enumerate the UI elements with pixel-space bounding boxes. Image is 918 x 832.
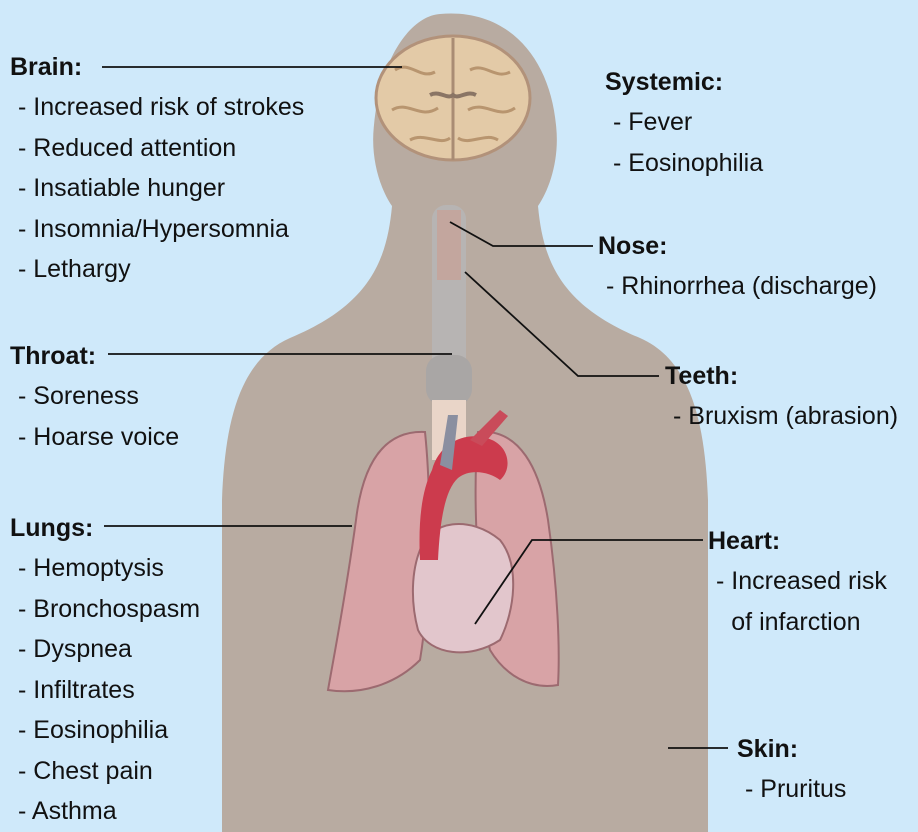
list-item: - Fever	[605, 102, 763, 143]
lungs-title: Lungs:	[10, 508, 200, 548]
brain-items: - Increased risk of strokes - Reduced at…	[10, 87, 304, 290]
systemic-items: - Fever - Eosinophilia	[605, 102, 763, 183]
list-item: - Insatiable hunger	[10, 168, 304, 209]
list-item: - Bruxism (abrasion)	[665, 396, 898, 437]
list-item: - Hoarse voice	[10, 417, 179, 458]
heart-items: - Increased risk - of infarction	[708, 561, 887, 642]
list-item: - Soreness	[10, 376, 179, 417]
lungs-items: - Hemoptysis - Bronchospasm - Dyspnea - …	[10, 548, 200, 832]
skin-label: Skin: - Pruritus	[737, 729, 846, 810]
teeth-label: Teeth: - Bruxism (abrasion)	[665, 356, 898, 437]
brain-label: Brain: - Increased risk of strokes - Red…	[10, 47, 304, 290]
heart-title: Heart:	[708, 521, 887, 561]
nose-title: Nose:	[598, 226, 877, 266]
list-item: - Chest pain	[10, 751, 200, 792]
list-item: - Pruritus	[737, 769, 846, 810]
trachea-icon	[426, 205, 472, 405]
list-item: - Lethargy	[10, 249, 304, 290]
list-item: - Increased risk of strokes	[10, 87, 304, 128]
list-item: - Hemoptysis	[10, 548, 200, 589]
systemic-label: Systemic: - Fever - Eosinophilia	[605, 62, 763, 183]
heart-label: Heart: - Increased risk - of infarction	[708, 521, 887, 642]
list-item: - Reduced attention	[10, 128, 304, 169]
list-item: - Eosinophilia	[10, 710, 200, 751]
list-item: - Increased risk	[708, 561, 887, 602]
list-item: - Asthma	[10, 791, 200, 832]
throat-label: Throat: - Soreness - Hoarse voice	[10, 336, 179, 457]
brain-title: Brain:	[10, 47, 304, 87]
throat-items: - Soreness - Hoarse voice	[10, 376, 179, 457]
teeth-items: - Bruxism (abrasion)	[665, 396, 898, 437]
nose-label: Nose: - Rhinorrhea (discharge)	[598, 226, 877, 307]
list-item: - Eosinophilia	[605, 143, 763, 184]
skin-title: Skin:	[737, 729, 846, 769]
list-item: - Insomnia/Hypersomnia	[10, 209, 304, 250]
skin-items: - Pruritus	[737, 769, 846, 810]
list-item: - Rhinorrhea (discharge)	[598, 266, 877, 307]
list-item: - of infarction	[708, 602, 887, 643]
lungs-label: Lungs: - Hemoptysis - Bronchospasm - Dys…	[10, 508, 200, 832]
brain-icon	[376, 36, 530, 160]
throat-title: Throat:	[10, 336, 179, 376]
teeth-title: Teeth:	[665, 356, 898, 396]
systemic-title: Systemic:	[605, 62, 763, 102]
list-item: - Dyspnea	[10, 629, 200, 670]
list-item: - Bronchospasm	[10, 589, 200, 630]
list-item: - Infiltrates	[10, 670, 200, 711]
nose-items: - Rhinorrhea (discharge)	[598, 266, 877, 307]
